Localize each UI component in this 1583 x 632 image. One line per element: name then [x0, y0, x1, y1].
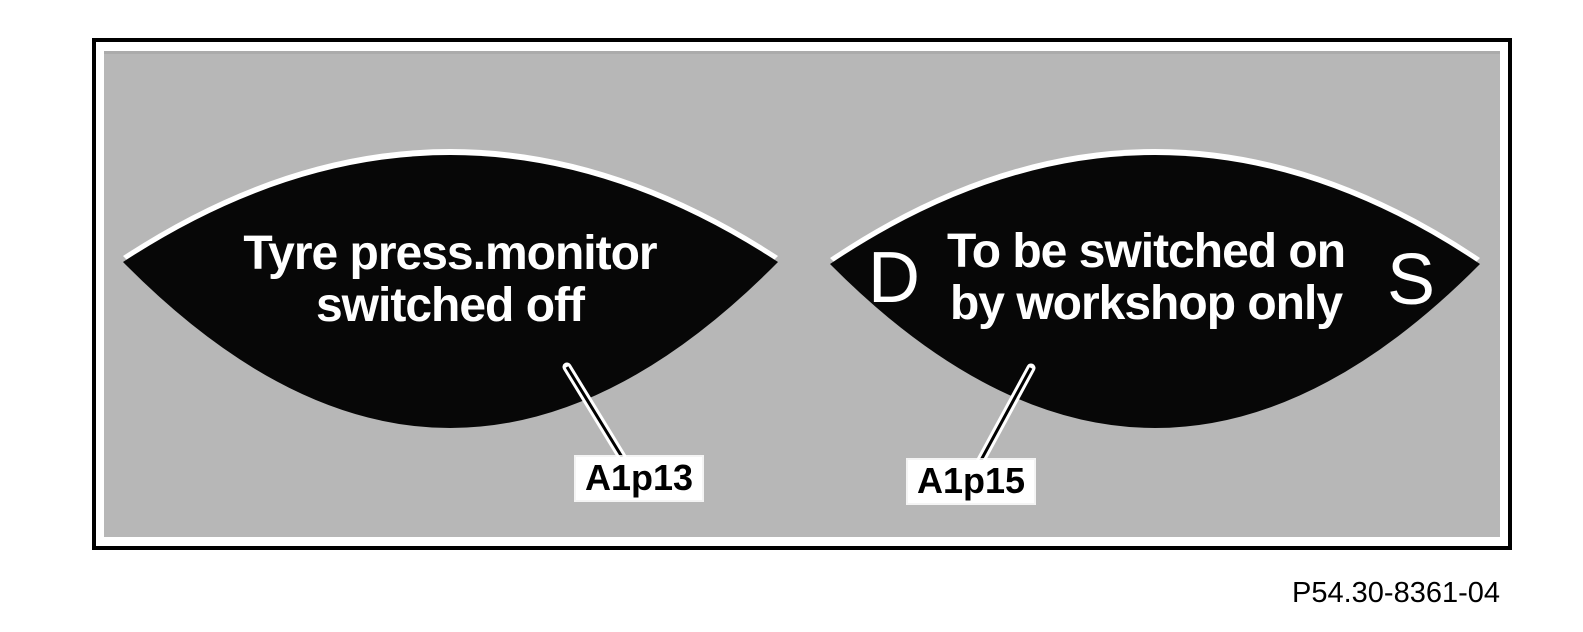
left-display-line2: switched off — [315, 279, 585, 332]
figure-number: P54.30-8361-04 — [1292, 577, 1500, 609]
right-display-letter-s: S — [1386, 240, 1436, 320]
right-display-text: To be switched on by workshop only — [896, 226, 1396, 330]
left-callout-label: A1p13 — [576, 457, 703, 500]
right-display-letter-d: D — [868, 238, 920, 318]
left-display-text: Tyre press.monitor switched off — [150, 228, 750, 332]
right-display-line2: by workshop only — [949, 277, 1343, 330]
right-callout-label: A1p15 — [908, 460, 1035, 503]
right-display-line1: To be switched on — [946, 225, 1346, 278]
left-display-line1: Tyre press.monitor — [243, 227, 657, 280]
